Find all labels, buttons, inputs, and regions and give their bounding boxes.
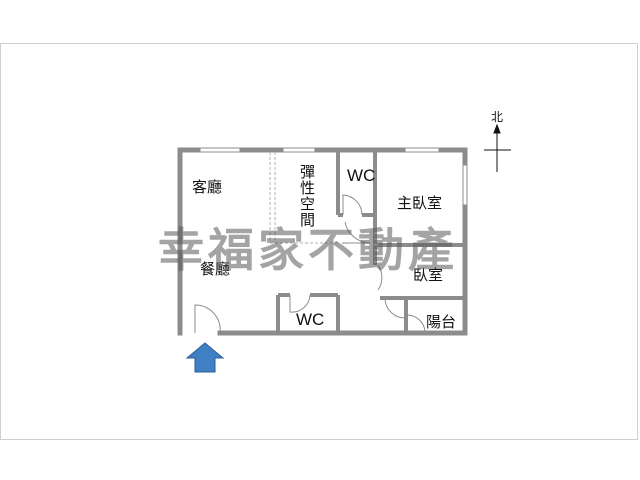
door-swings: [194, 194, 426, 334]
room-bedroom-label: 臥室: [413, 266, 444, 284]
entrance-arrow-icon: [185, 342, 225, 373]
room-balcony-label: 陽台: [426, 313, 457, 331]
room-dining-label: 餐廳: [200, 260, 231, 278]
room-living-label: 客廳: [192, 178, 223, 196]
interior-walls: [276, 150, 465, 333]
room-master-bedroom-label: 主臥室: [397, 194, 443, 212]
floor-plan-frame: [0, 43, 638, 440]
north-compass-icon: [484, 123, 511, 172]
room-wc-top-label: WC: [347, 166, 376, 185]
flex-space-partition: [269, 152, 338, 244]
windows: [199, 147, 468, 206]
room-flex-label: 彈性空間: [298, 164, 316, 228]
compass-north-label: 北: [491, 110, 504, 124]
watermark: 幸福家不動產: [158, 223, 458, 277]
room-wc-bottom-label: WC: [296, 310, 325, 329]
